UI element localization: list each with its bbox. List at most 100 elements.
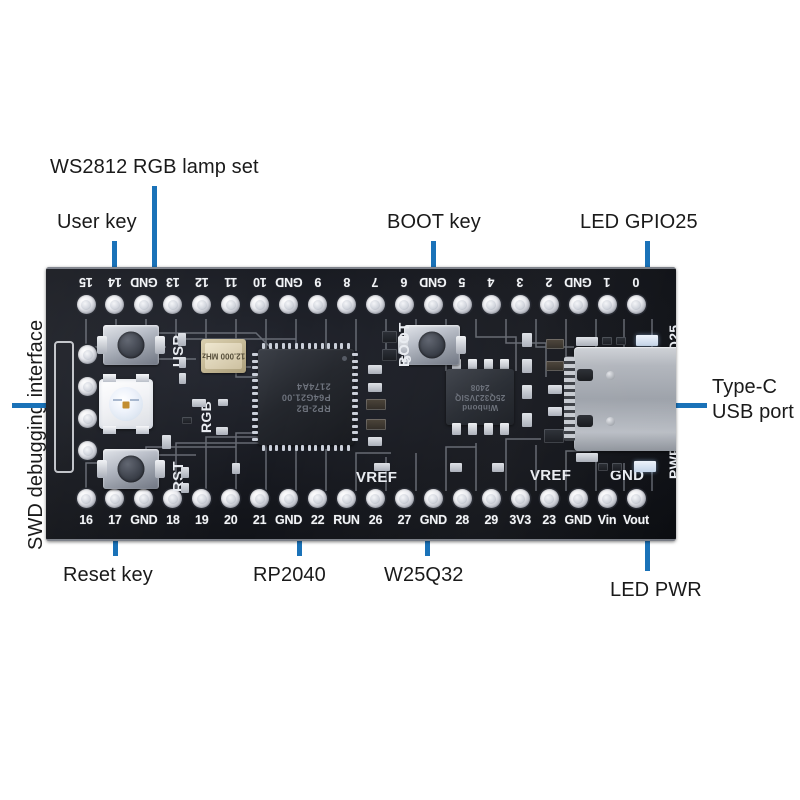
top-pin-pad[interactable] <box>308 295 328 314</box>
bottom-pin-pad[interactable] <box>452 489 472 508</box>
smd-resistor <box>616 337 626 345</box>
top-pin-pad[interactable] <box>597 295 617 314</box>
ws2812-rgb-led <box>99 374 153 434</box>
smd-capacitor <box>368 437 382 446</box>
usb-c-port[interactable] <box>564 347 676 451</box>
bottom-pin-pad[interactable] <box>626 489 646 508</box>
top-pin-pad[interactable] <box>394 295 414 314</box>
bottom-pin-pad[interactable] <box>134 489 154 508</box>
top-pin-pad[interactable] <box>539 295 559 314</box>
pin1-marker <box>342 356 347 361</box>
bottom-pin-pad[interactable] <box>337 489 357 508</box>
usb-rivet <box>606 371 615 380</box>
bottom-pin-label: Vout <box>622 513 650 527</box>
user-key-switch[interactable] <box>97 325 165 365</box>
smd-resistor <box>366 399 386 410</box>
bottom-pin-pad[interactable] <box>279 489 299 508</box>
top-pin-pad[interactable] <box>134 295 154 314</box>
bottom-pin-label: 26 <box>368 513 383 527</box>
smd-capacitor <box>181 467 189 478</box>
top-pin-pad[interactable] <box>510 295 530 314</box>
qfn-pins-right <box>352 353 358 441</box>
smd-resistor <box>602 337 612 345</box>
top-pin-pad[interactable] <box>279 295 299 314</box>
top-pin-pad[interactable] <box>568 295 588 314</box>
bottom-pin-pad[interactable] <box>221 489 241 508</box>
top-pin-pad[interactable] <box>192 295 212 314</box>
smd-capacitor <box>522 359 532 373</box>
smd-inductor <box>544 429 564 443</box>
bottom-pin-pad[interactable] <box>250 489 270 508</box>
bottom-pin-pad[interactable] <box>192 489 212 508</box>
top-pin-pad[interactable] <box>452 295 472 314</box>
rp2040-mcu: RP2-B2 P64G21.00 2174A4 <box>258 349 354 445</box>
crystal-marking: 12.000 MHz <box>201 351 246 361</box>
switch-leg <box>97 336 107 354</box>
bottom-pin-pad[interactable] <box>105 489 125 508</box>
bottom-pin-pad[interactable] <box>510 489 530 508</box>
top-pin-pad[interactable] <box>481 295 501 314</box>
usb-mount-pad <box>576 337 598 346</box>
bottom-pin-label: 28 <box>455 513 470 527</box>
smd-capacitor <box>179 373 186 384</box>
bottom-pin-pad[interactable] <box>76 489 96 508</box>
smd-resistor <box>546 361 564 371</box>
switch-plunger[interactable] <box>117 455 145 483</box>
top-pin-pad[interactable] <box>105 295 125 314</box>
bottom-pin-label: GND <box>275 513 303 527</box>
bottom-pin-label: 23 <box>542 513 556 527</box>
silk-vref-right: VREF <box>530 467 572 484</box>
soic-pins-bottom <box>448 423 512 435</box>
switch-plunger[interactable] <box>418 331 446 359</box>
smd-capacitor <box>218 399 228 406</box>
bottom-pin-pad[interactable] <box>423 489 443 508</box>
bond-wire <box>130 399 139 401</box>
led-gpio25 <box>636 335 658 346</box>
bottom-pin-pad[interactable] <box>597 489 617 508</box>
bottom-pin-pad[interactable] <box>365 489 385 508</box>
bottom-pin-label: GND <box>419 513 447 527</box>
leader-line-type-c <box>661 403 707 408</box>
swd-pad <box>78 345 97 364</box>
smd-capacitor <box>522 333 532 347</box>
mcu-marking: RP2-B2 P64G21.00 2174A4 <box>281 381 331 414</box>
smd-resistor <box>382 331 397 343</box>
reset-key-switch[interactable] <box>97 449 165 489</box>
bottom-pin-pad[interactable] <box>539 489 559 508</box>
usb-slot <box>577 415 593 427</box>
bottom-pin-pad[interactable] <box>394 489 414 508</box>
bottom-pin-pad[interactable] <box>163 489 183 508</box>
bottom-pin-label: 16 <box>79 513 93 527</box>
swd-pad <box>78 377 97 396</box>
smd-capacitor <box>178 333 186 346</box>
bottom-pin-label: GND <box>564 513 592 527</box>
bottom-pin-pad[interactable] <box>308 489 328 508</box>
bottom-pin-label: 3V3 <box>509 513 532 527</box>
top-pin-pad[interactable] <box>163 295 183 314</box>
switch-leg <box>398 336 408 354</box>
callout-led-pwr-label: LED PWR <box>610 579 702 601</box>
top-pin-pad[interactable] <box>423 295 443 314</box>
led-pad <box>103 426 116 434</box>
bottom-pin-label: GND <box>130 513 158 527</box>
bottom-pin-label: 27 <box>397 513 412 527</box>
top-pin-pad[interactable] <box>337 295 357 314</box>
boot-key-switch[interactable] <box>398 325 466 365</box>
top-pin-pad[interactable] <box>365 295 385 314</box>
bottom-pin-pad[interactable] <box>568 489 588 508</box>
top-pin-pad[interactable] <box>76 295 96 314</box>
smd-capacitor <box>181 483 189 493</box>
smd-capacitor <box>192 399 206 407</box>
top-pin-pad[interactable] <box>626 295 646 314</box>
switch-plunger[interactable] <box>117 331 145 359</box>
w25q32-flash: Winbond 25Q32JVSIQ 2408 <box>446 369 514 425</box>
top-pin-pad[interactable] <box>221 295 241 314</box>
switch-leg <box>97 460 107 478</box>
top-pin-pad[interactable] <box>250 295 270 314</box>
bottom-pin-pad[interactable] <box>481 489 501 508</box>
switch-leg <box>456 336 466 354</box>
smd-capacitor <box>374 463 390 471</box>
smd-resistor <box>598 463 608 471</box>
